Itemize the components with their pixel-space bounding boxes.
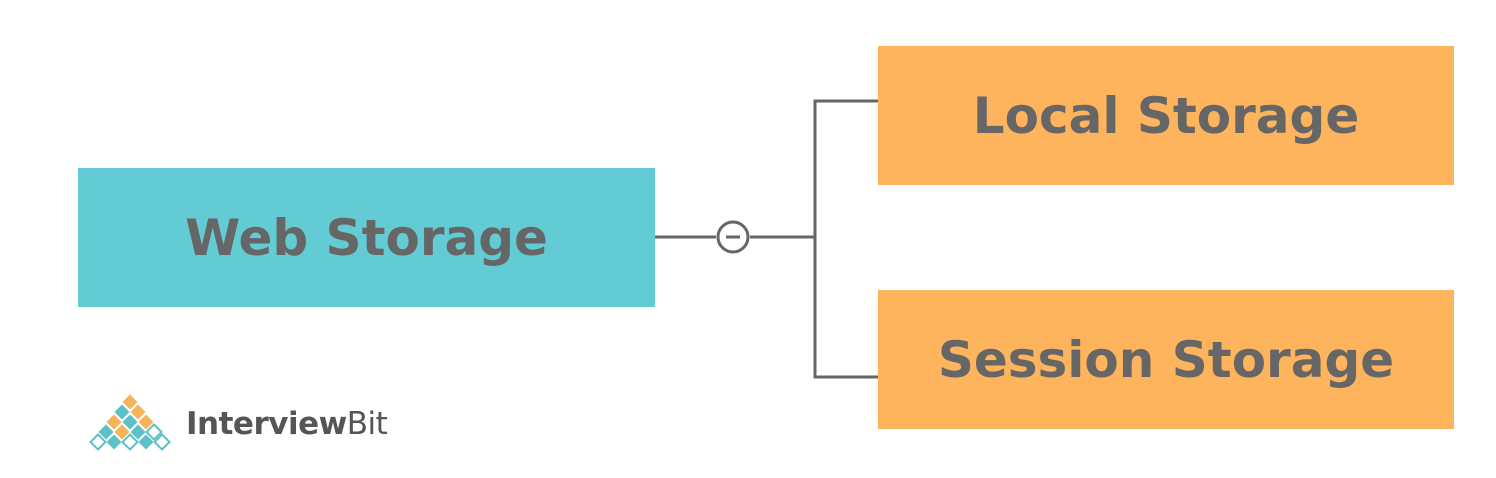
node-label: Web Storage <box>185 208 548 267</box>
node-session-storage[interactable]: Session Storage <box>878 290 1454 429</box>
logo-diamond <box>130 404 146 420</box>
logo-name-bold: Interview <box>186 406 347 442</box>
logo-diamond <box>114 424 130 440</box>
logo-diamond <box>153 433 171 451</box>
logo-diamond <box>106 414 122 430</box>
branch-bracket <box>813 99 878 379</box>
collapse-toggle[interactable] <box>714 220 752 256</box>
logo-diamond <box>122 414 138 430</box>
node-web-storage[interactable]: Web Storage <box>78 168 655 307</box>
logo-diamond <box>114 404 130 420</box>
node-label: Local Storage <box>972 86 1360 145</box>
logo-diamond-icon <box>89 394 171 451</box>
logo-diamond <box>138 414 154 430</box>
logo-diamond <box>121 433 139 451</box>
logo-diamond <box>89 433 107 451</box>
node-local-storage[interactable]: Local Storage <box>878 46 1454 185</box>
logo-diamond <box>98 424 114 440</box>
logo-diamond <box>122 394 138 410</box>
logo-diamond <box>106 434 122 450</box>
logo-diamond <box>138 434 154 450</box>
logo-diamond <box>145 423 163 441</box>
logo-wordmark: InterviewBit <box>186 406 388 442</box>
interviewbit-logo: InterviewBit <box>76 394 388 454</box>
node-label: Session Storage <box>937 330 1395 389</box>
logo-diamond <box>130 424 146 440</box>
logo-name-regular: Bit <box>346 406 388 442</box>
